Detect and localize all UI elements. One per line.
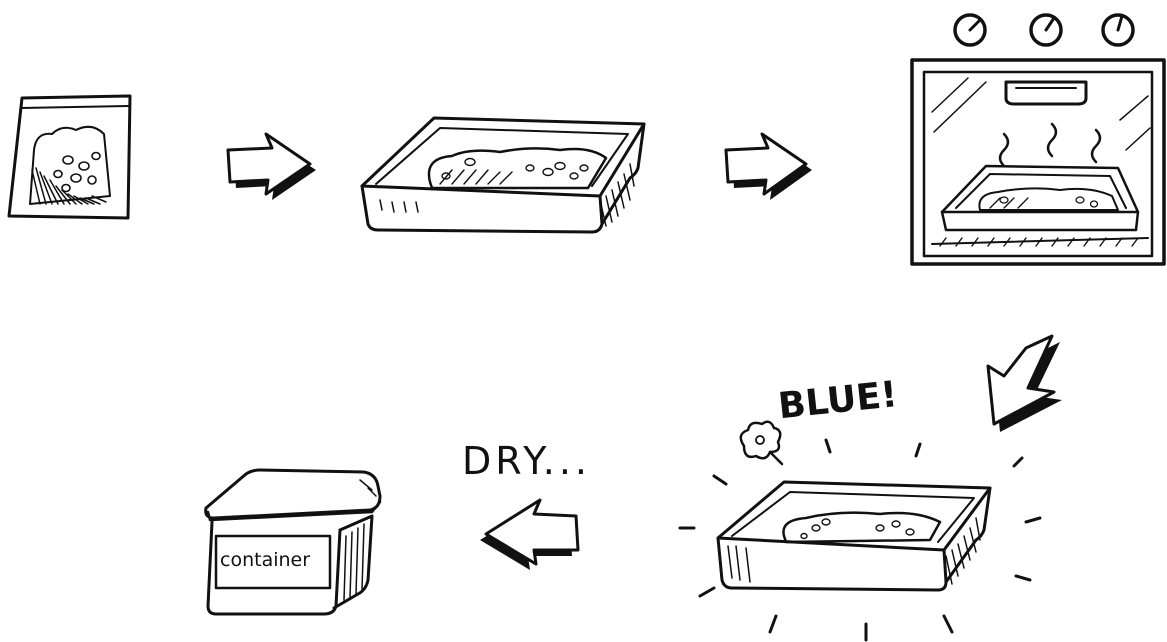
arrow-right-1 — [228, 134, 316, 200]
oven-knob-1 — [955, 15, 985, 45]
oven-knob-3 — [1103, 15, 1133, 45]
oven — [912, 15, 1164, 264]
arrow-left — [480, 500, 578, 570]
granule-bag — [9, 96, 130, 218]
puff-cloud-icon — [741, 422, 782, 464]
dry-label: DRY... — [462, 439, 591, 483]
tray-blue — [718, 482, 990, 590]
oven-knob-2 — [1031, 15, 1061, 45]
storage-container: container — [206, 470, 380, 614]
arrow-down-left — [988, 336, 1062, 432]
blue-label: BLUE! — [776, 374, 899, 427]
arrow-right-2 — [726, 134, 812, 200]
tray-with-granules — [362, 118, 644, 232]
container-label: container — [220, 549, 310, 571]
